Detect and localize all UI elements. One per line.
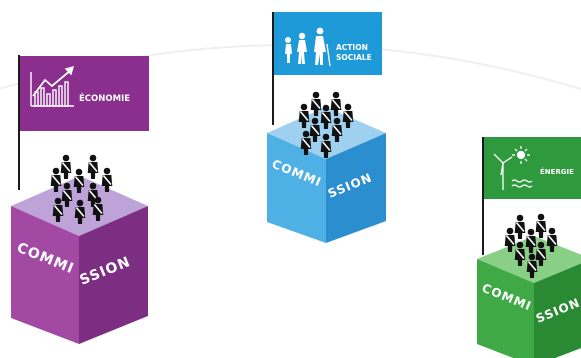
cube-front <box>11 206 79 344</box>
cube-side <box>326 133 386 243</box>
flag-action-sociale <box>274 12 382 75</box>
cube-side <box>79 206 148 344</box>
flag-label-line1: ACTION <box>336 43 368 52</box>
member-icon <box>59 153 73 180</box>
commission-action-sociale: ACTION SOCIALE COMMI SSION <box>267 12 386 243</box>
commission-economie: ÉCONOMIE COMMI SSION <box>11 55 149 344</box>
cube-side <box>534 263 581 358</box>
member-icon <box>534 212 548 239</box>
flag-label: ÉNERGIE <box>540 167 574 176</box>
wind-sun-icon <box>493 146 533 190</box>
cube-top <box>267 107 386 159</box>
flag-energie <box>484 137 581 199</box>
growth-chart-icon <box>30 65 75 107</box>
member-icon <box>513 213 527 240</box>
flag-label-line2: SOCIALE <box>336 53 372 62</box>
member-icon <box>86 153 100 180</box>
cube-front <box>267 133 326 243</box>
commission-energie: ÉNERGIE COMMI SSION <box>477 137 581 358</box>
family-walking-icon <box>285 27 331 67</box>
cube-front <box>477 259 534 358</box>
cube-top <box>477 236 581 283</box>
flag-label: ÉCONOMIE <box>79 92 130 104</box>
